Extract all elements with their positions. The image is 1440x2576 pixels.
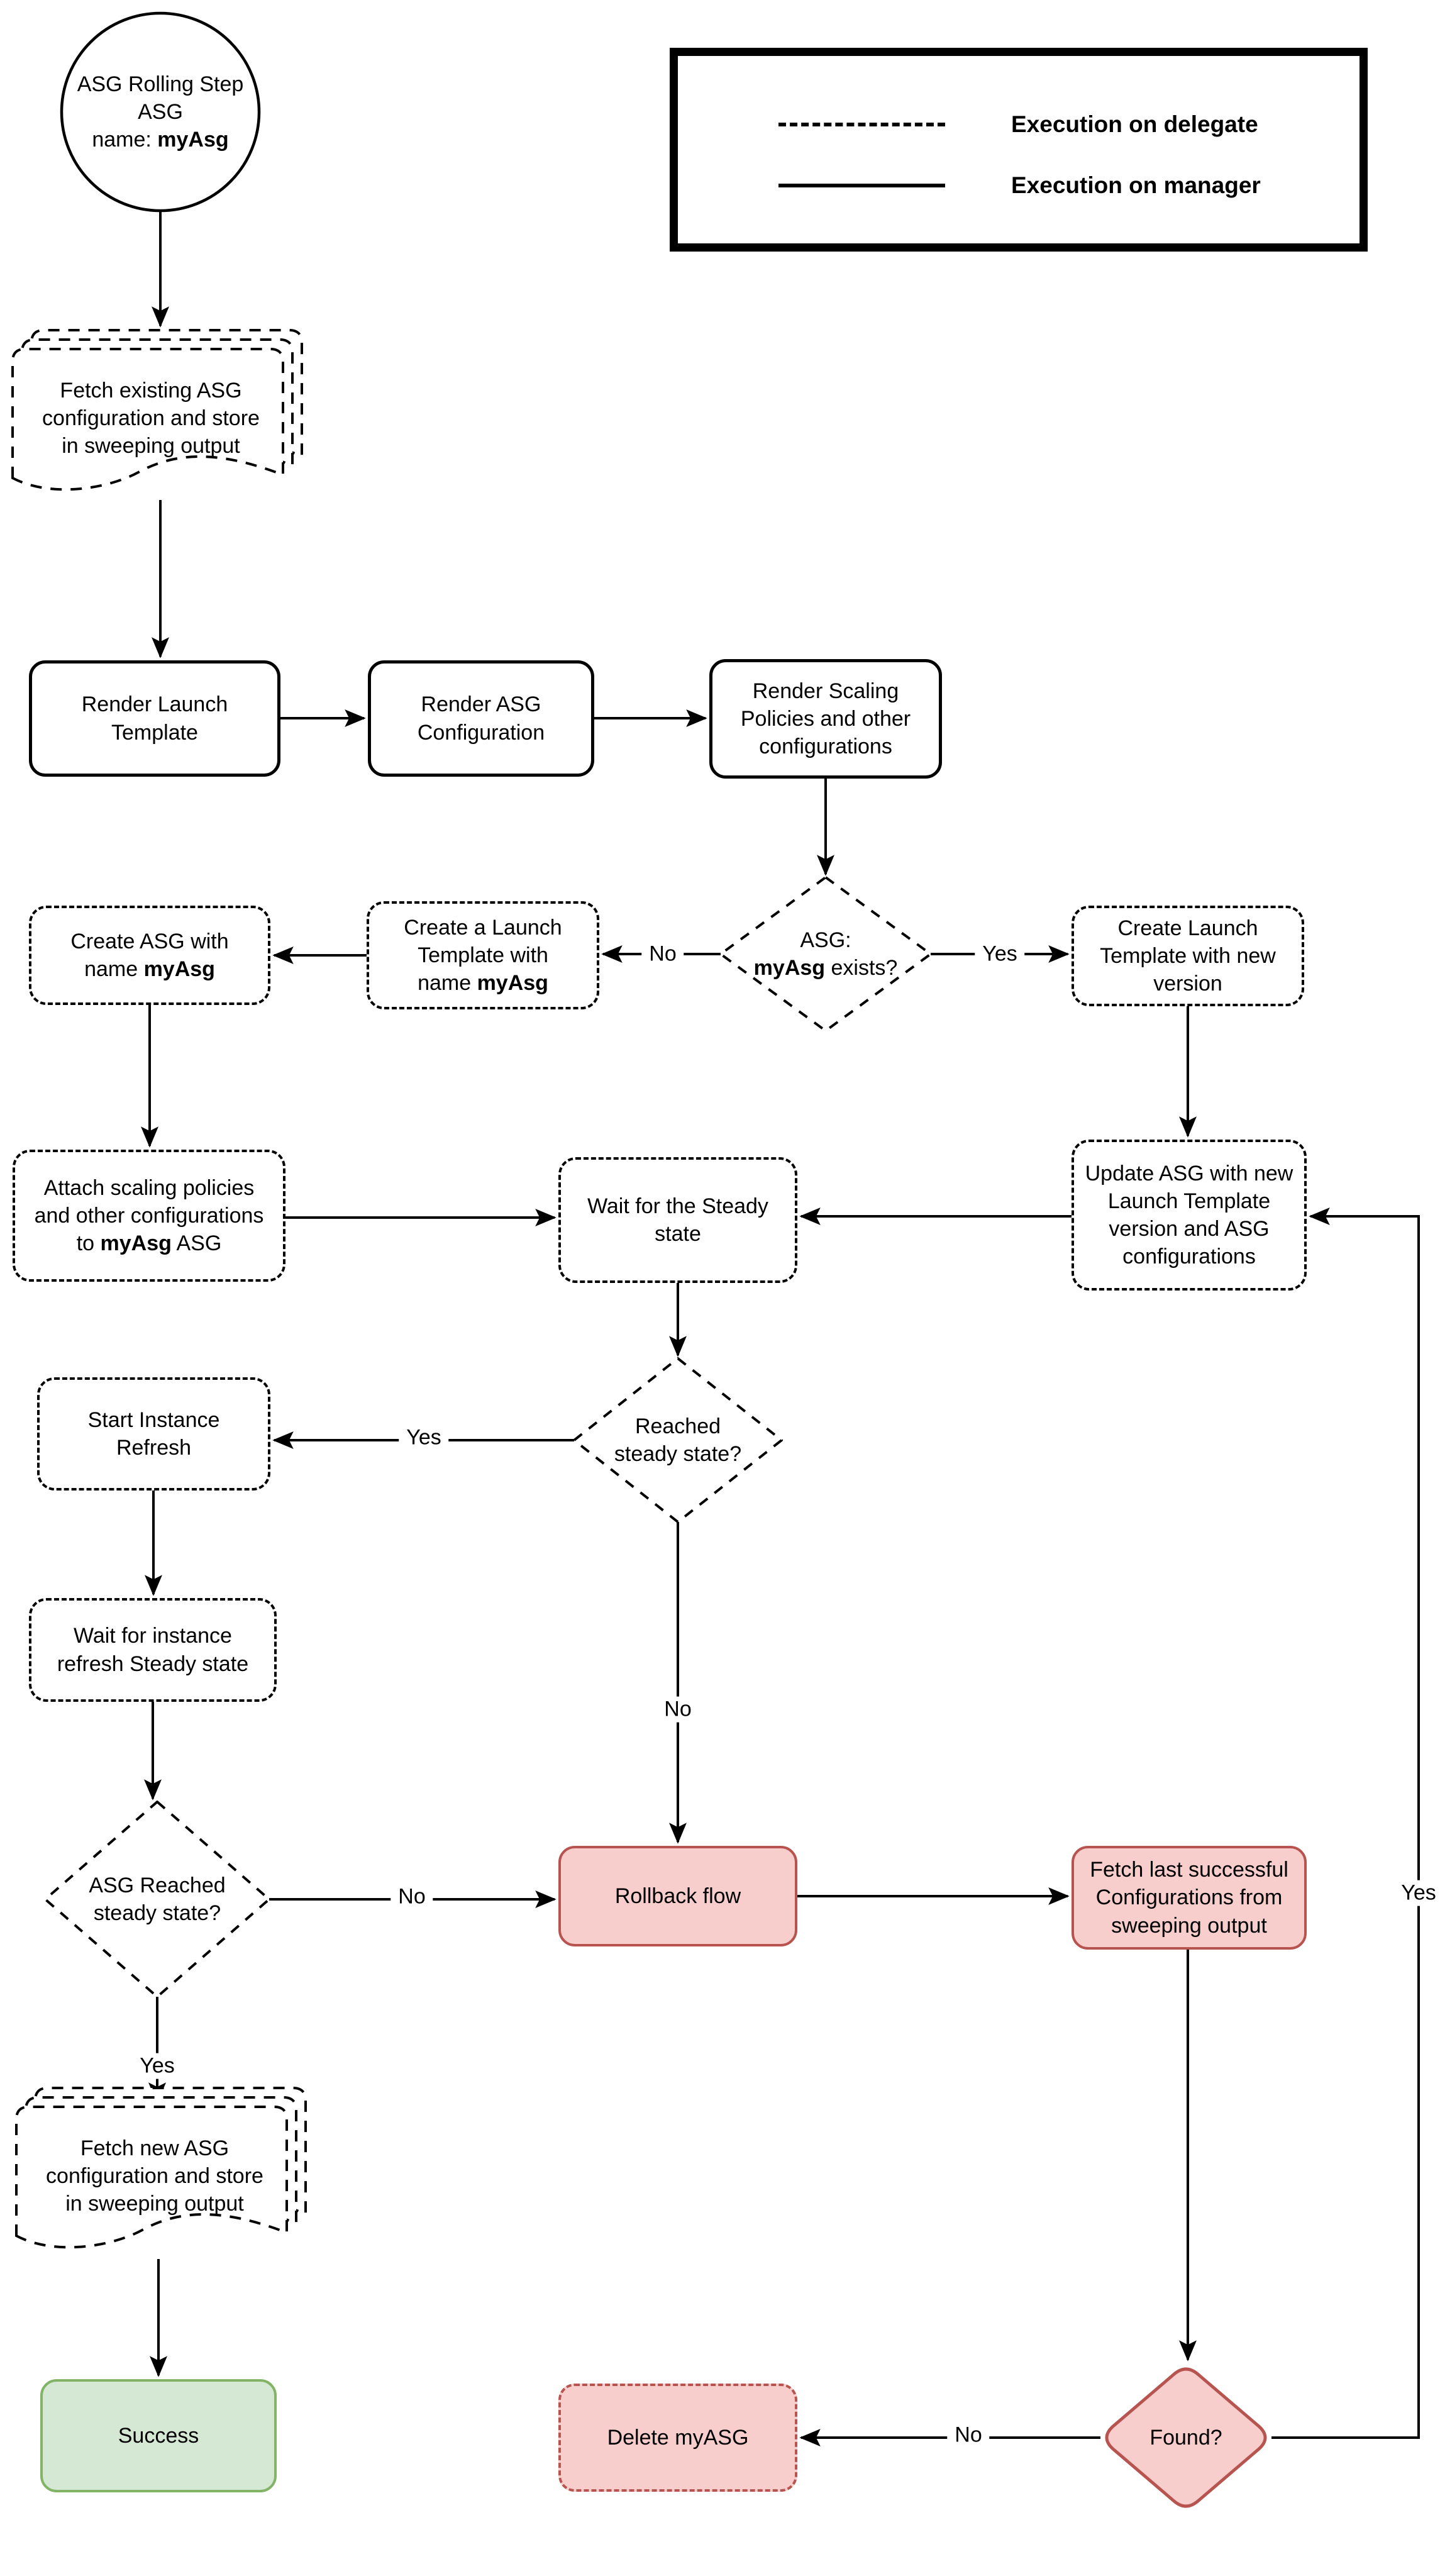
node-success: Success [40, 2379, 277, 2492]
node-create-launch-template-named: Create a Launch Template with name myAsg [367, 901, 599, 1009]
node-line: Attach scaling policies [43, 1175, 255, 1200]
node-line: ASG [138, 99, 183, 124]
node-line: name myAsg [418, 971, 548, 996]
asg-reached-diamond-shape [44, 1801, 270, 1998]
node-wait-instance-refresh: Wait for instance refresh Steady state [29, 1598, 277, 1702]
node-line: name myAsg [84, 957, 215, 981]
node-create-launch-template-new-version: Create Launch Template with new version [1072, 906, 1304, 1006]
edge-label-found-yes: Yes [1393, 1880, 1440, 1906]
node-render-launch-template: Render Launch Template [29, 660, 280, 777]
edge-label-reached-no: No [656, 1696, 699, 1723]
node-line: to myAsg ASG [76, 1231, 222, 1256]
legend-manager-label: Execution on manager [1011, 172, 1261, 198]
node-update-asg: Update ASG with new Launch Template vers… [1072, 1140, 1307, 1291]
node-asg-reached-steady-state: ASG Reached steady state? [89, 1873, 226, 1925]
node-render-scaling-policies: Render Scaling Policies and other config… [709, 659, 942, 779]
edge-label-asg-reached-no: No [390, 1884, 433, 1910]
edge-label-reached-yes: Yes [399, 1424, 449, 1451]
node-fetch-new-asg: Fetch new ASG configuration and store in… [46, 2136, 263, 2216]
node-line: Create ASG with [70, 929, 229, 953]
node-attach-scaling-policies: Attach scaling policies and other config… [13, 1150, 285, 1282]
node-render-asg-configuration: Render ASG Configuration [368, 660, 594, 777]
solid-line-sample [778, 184, 945, 187]
legend-delegate-label: Execution on delegate [1011, 111, 1258, 137]
node-asg-exists-decision: ASG: myAsg exists? [731, 901, 920, 1008]
edge-label-exists-yes: Yes [975, 941, 1025, 967]
node-line: and other configurations [34, 1203, 264, 1228]
edge-found-yes-feedback [1271, 1208, 1420, 2439]
node-line: ASG: [800, 928, 851, 952]
node-line: Template with [418, 943, 548, 967]
edge-label-found-no: No [947, 2422, 990, 2448]
asg-exists-diamond-shape [719, 876, 932, 1032]
legend-box: Execution on delegate Execution on manag… [670, 48, 1368, 252]
node-create-asg: Create ASG with name myAsg [29, 906, 270, 1005]
node-line: Create a Launch [404, 915, 562, 940]
node-fetch-existing: Fetch existing ASG configuration and sto… [42, 378, 260, 458]
dashed-line-sample [778, 123, 945, 126]
found-diamond-shape [1105, 2367, 1267, 2508]
node-reached-steady-state: Reached steady state? [614, 1414, 742, 1466]
node-fetch-last-successful: Fetch last successful Configurations fro… [1072, 1846, 1307, 1950]
node-start-instance-refresh: Start Instance Refresh [37, 1377, 270, 1491]
node-found-decision: Found? [1149, 2425, 1222, 2450]
edge-label-exists-no: No [641, 941, 684, 967]
node-line: ASG Rolling Step [77, 72, 244, 96]
start-circle-shape [60, 11, 261, 213]
node-line: name: myAsg [92, 128, 229, 152]
node-line: myAsg exists? [753, 956, 898, 980]
edge-label-asg-reached-yes: Yes [132, 2053, 182, 2079]
node-start-circle: ASG Rolling Step ASG name: myAsg [62, 43, 259, 181]
node-rollback-flow: Rollback flow [558, 1846, 797, 1946]
reached-steady-diamond-shape [573, 1357, 783, 1523]
node-wait-steady-state: Wait for the Steady state [558, 1157, 797, 1283]
node-delete-myasg: Delete myASG [558, 2384, 797, 2492]
